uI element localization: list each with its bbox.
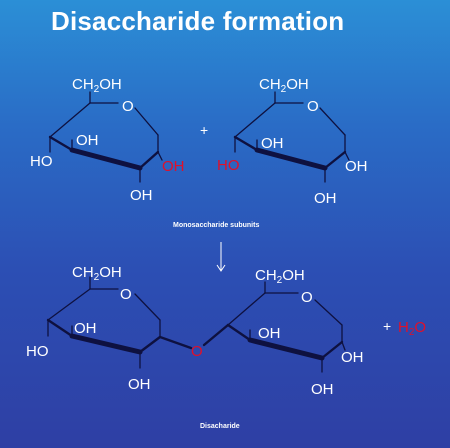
ch2oh-label: CH2OH (72, 76, 122, 95)
plus-sign: + (383, 318, 391, 334)
bond-c3-c2 (69, 333, 143, 355)
oh-label: OH (345, 158, 368, 175)
ring-oxygen-label: O (307, 98, 319, 115)
disaccharide-left-ring: CH2OH O OH HO OH (26, 264, 162, 393)
arrow-head (216, 264, 226, 272)
ho-label: HO (26, 343, 49, 360)
plus-sign: + (200, 122, 208, 138)
bond-c5-c4 (227, 292, 266, 326)
ring-oxygen-label: O (120, 286, 132, 303)
bond-c4-c3 (226, 323, 252, 342)
ho-label: HO (30, 153, 53, 170)
water-product: + H2O (383, 318, 426, 338)
bond-o-c1 (134, 107, 159, 136)
glycosidic-oxygen-label: O (191, 343, 203, 360)
bond-c3-c2 (254, 147, 328, 171)
bond-c5-c4 (49, 102, 91, 138)
bond-c1-oh (341, 341, 346, 351)
ring-oxygen-label: O (122, 98, 134, 115)
oh-label: OH (311, 381, 334, 398)
oh-label: OH (261, 135, 284, 152)
page-title: Disaccharide formation (51, 6, 345, 36)
bond-o-c1 (319, 107, 346, 136)
reaction-arrow (216, 242, 226, 272)
oh-label: OH (76, 132, 99, 149)
ch2oh-label: CH2OH (255, 267, 305, 286)
ring-oxygen-label: O (301, 289, 313, 306)
bond-c3-c2 (247, 337, 325, 361)
oh-label: OH (341, 349, 364, 366)
water-label: H2O (398, 319, 426, 338)
bond-c4-c3 (48, 135, 74, 152)
oh-label: OH (74, 320, 97, 337)
glucose-top-left: CH2OH O OH HO OH OH (30, 76, 185, 204)
bond-c1-bridge-o (158, 335, 193, 350)
bond-c5-c4 (47, 288, 91, 321)
bond-bridge-o-c4 (202, 323, 230, 347)
ch2oh-label: CH2OH (72, 264, 122, 283)
bond-o-c1 (314, 299, 343, 326)
oh-label: OH (130, 187, 153, 204)
bond-c1-oh (344, 151, 350, 161)
ho-label-highlight: HO (217, 157, 240, 174)
bond-c2-c1 (138, 335, 162, 354)
oh-label: OH (314, 190, 337, 207)
disaccharide-right-ring: CH2OH O OH OH OH (226, 267, 364, 398)
bond-c2-c1 (320, 340, 344, 360)
bond-o-c1 (134, 293, 161, 321)
bond-c5-c4 (234, 102, 276, 138)
bond-c2-c1 (138, 150, 160, 170)
oh-label: OH (128, 376, 151, 393)
bond-c4-c3 (46, 318, 74, 338)
ch2oh-label: CH2OH (259, 76, 309, 95)
bond-c4-c3 (233, 135, 259, 152)
glucose-top-right: CH2OH O OH HO OH OH (217, 76, 368, 207)
bond-c2-c1 (323, 150, 347, 170)
glycosidic-bond: O (158, 323, 230, 360)
bond-c1-oh (157, 151, 163, 161)
bond-c3-c2 (69, 147, 143, 171)
caption-monosaccharide-subunits: Monosaccharide subunits (173, 222, 259, 229)
oh-label-highlight: OH (162, 158, 185, 175)
oh-label: OH (258, 325, 281, 342)
caption-disaccharide: Disacharide (200, 423, 240, 430)
